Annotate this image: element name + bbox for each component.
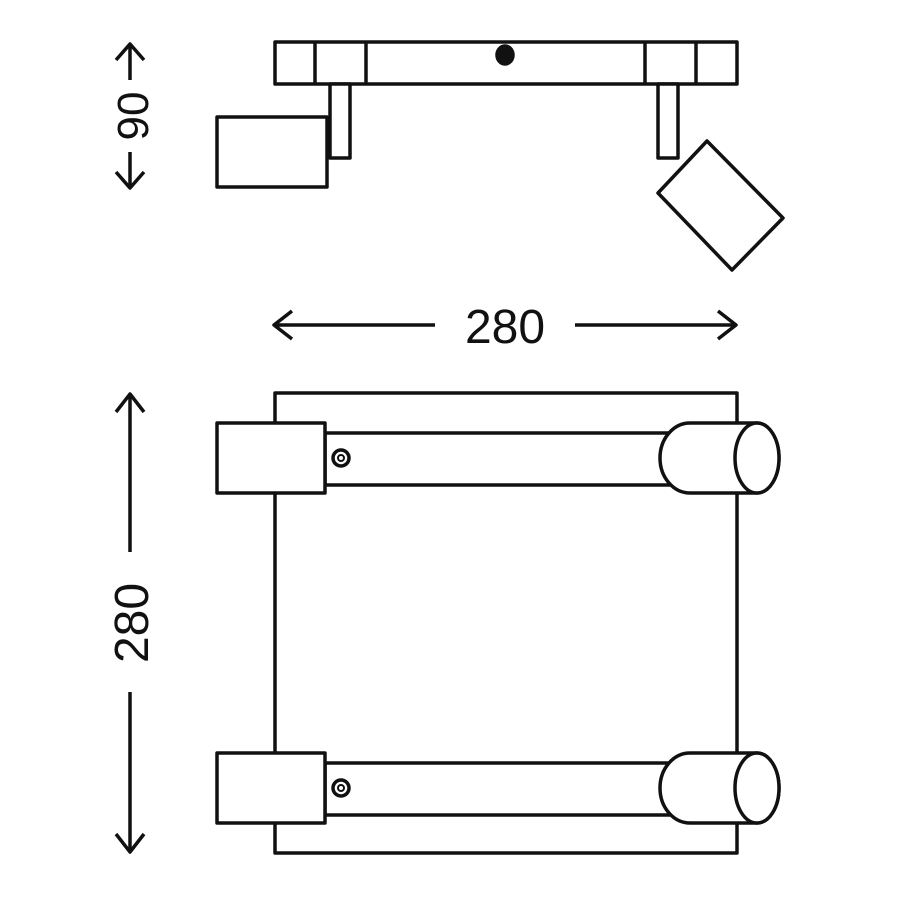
arrow-up-icon — [114, 392, 146, 414]
screw-dot — [495, 44, 515, 66]
dimension-height: 90 — [109, 42, 158, 190]
dimension-90-label: 90 — [109, 92, 158, 141]
left-spot-head — [215, 115, 329, 189]
arrow-left-icon — [272, 309, 294, 341]
left-stem — [328, 82, 352, 160]
dimension-width-label: 280 — [465, 301, 545, 354]
arrow-up-icon — [114, 42, 146, 62]
cylinder-lens — [733, 421, 781, 495]
cylinder-lens — [733, 751, 781, 825]
right-spot-head-tilted — [656, 139, 785, 272]
arrow-down-icon — [114, 170, 146, 190]
spot-arm-top — [215, 421, 781, 495]
arrow-right-icon — [716, 309, 738, 341]
joint-block — [215, 421, 327, 495]
right-stem — [656, 82, 680, 160]
tube — [323, 761, 687, 817]
top-view — [215, 391, 781, 855]
knob-center — [337, 454, 345, 462]
dimension-depth-label: 280 — [106, 583, 159, 663]
tube — [323, 431, 687, 487]
arrow-down-icon — [114, 832, 146, 854]
side-view — [215, 40, 785, 272]
dimension-width: 280 — [272, 301, 738, 354]
spot-arm-bottom — [215, 751, 781, 825]
joint-block — [215, 751, 327, 825]
knob-center — [337, 784, 345, 792]
dimension-depth: 280 — [106, 392, 159, 854]
